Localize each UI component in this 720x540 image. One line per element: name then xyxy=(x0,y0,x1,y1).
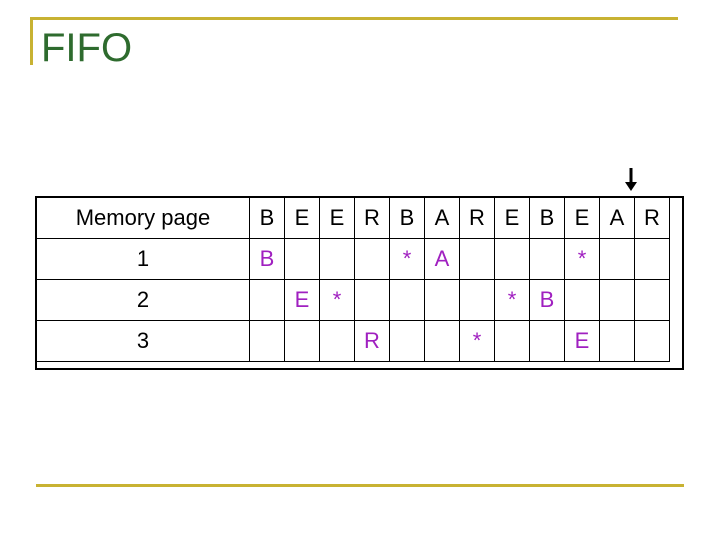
frame-cell xyxy=(354,238,390,280)
frame-cell xyxy=(249,320,285,362)
frame-cell xyxy=(599,238,635,280)
reference-cell: B xyxy=(249,197,285,239)
frame-cell xyxy=(634,320,670,362)
frame-cell xyxy=(354,279,390,321)
hit-marker-cell: * xyxy=(564,238,600,280)
reference-cell: B xyxy=(389,197,425,239)
frame-cell xyxy=(389,279,425,321)
bottom-rule xyxy=(36,484,684,487)
frame-cell xyxy=(424,320,460,362)
frame-cell: E xyxy=(564,320,600,362)
reference-cell: E xyxy=(494,197,530,239)
frame-cell xyxy=(284,320,320,362)
frame-cell xyxy=(424,279,460,321)
header-label: Memory page xyxy=(36,197,250,239)
frame-label: 3 xyxy=(36,320,250,362)
reference-cell: R xyxy=(354,197,390,239)
frame-label: 1 xyxy=(36,238,250,280)
frame-cell: E xyxy=(284,279,320,321)
hit-marker-cell: * xyxy=(389,238,425,280)
frame-cell xyxy=(529,238,565,280)
reference-cell: A xyxy=(424,197,460,239)
frame-cell xyxy=(494,238,530,280)
reference-cell: E xyxy=(319,197,355,239)
slide-title: FIFO xyxy=(41,26,133,70)
reference-cell: R xyxy=(459,197,495,239)
frame-cell xyxy=(599,320,635,362)
top-rule xyxy=(30,17,678,20)
frame-cell: A xyxy=(424,238,460,280)
reference-cell: E xyxy=(564,197,600,239)
frame-cell xyxy=(529,320,565,362)
frame-cell xyxy=(599,279,635,321)
hit-marker-cell: * xyxy=(319,279,355,321)
reference-cell: A xyxy=(599,197,635,239)
frame-cell xyxy=(459,279,495,321)
frame-cell xyxy=(459,238,495,280)
left-rule xyxy=(30,17,33,65)
frame-row: 3 R * E xyxy=(36,320,670,362)
frame-label: 2 xyxy=(36,279,250,321)
frame-cell xyxy=(319,238,355,280)
frame-cell xyxy=(284,238,320,280)
reference-cell: E xyxy=(284,197,320,239)
frame-cell xyxy=(249,279,285,321)
frame-cell xyxy=(634,238,670,280)
frame-cell xyxy=(494,320,530,362)
frame-cell xyxy=(319,320,355,362)
down-arrow-icon xyxy=(625,168,637,191)
frame-cell: B xyxy=(249,238,285,280)
frame-cell: R xyxy=(354,320,390,362)
frame-cell: B xyxy=(529,279,565,321)
reference-cell: R xyxy=(634,197,670,239)
frame-cell xyxy=(564,279,600,321)
frame-cell xyxy=(634,279,670,321)
reference-cell: B xyxy=(529,197,565,239)
hit-marker-cell: * xyxy=(494,279,530,321)
hit-marker-cell: * xyxy=(459,320,495,362)
frame-cell xyxy=(389,320,425,362)
